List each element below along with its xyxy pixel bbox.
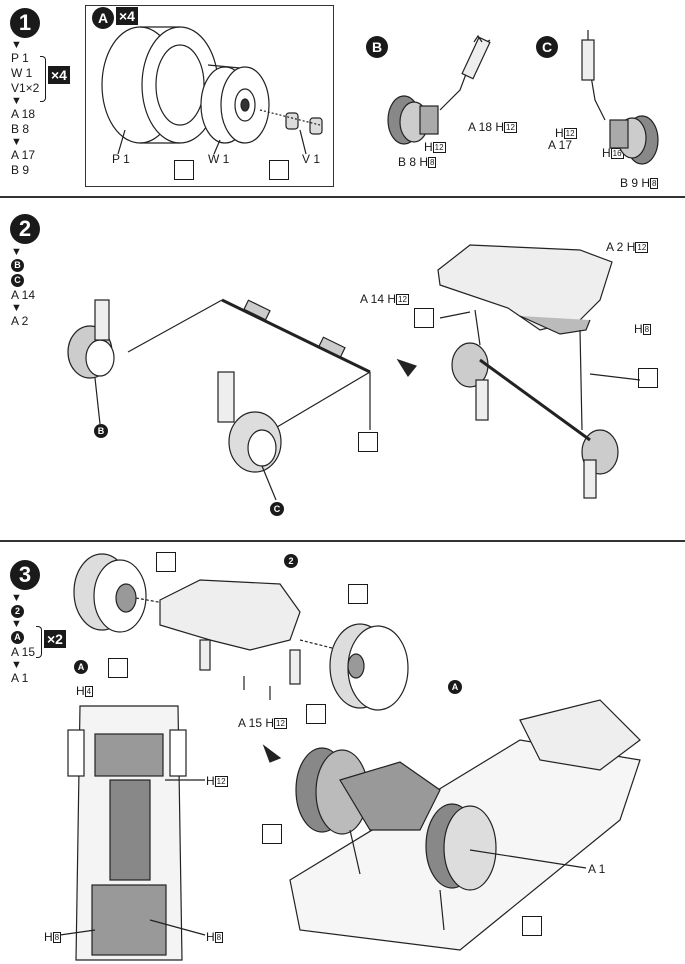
- cement-icon: [348, 584, 368, 604]
- down-arrow-icon: ▼: [11, 659, 22, 671]
- part-label: B 8: [11, 122, 30, 136]
- shock-hub-b: [387, 34, 491, 145]
- down-right-arrow-icon: [262, 744, 282, 763]
- part-label-a1: A 1: [588, 862, 606, 876]
- step3-parts-order: ▼ 2 ▼ A A 15 ▼ A 1: [11, 593, 55, 686]
- tire-p1: [101, 26, 219, 155]
- subassembly-badge: A: [11, 631, 24, 645]
- cement-icon: [638, 368, 658, 388]
- cap-v1: [259, 109, 323, 155]
- down-arrow-icon: ▼: [11, 246, 22, 258]
- part-label: W 1: [11, 66, 33, 80]
- part-label: A 15: [11, 645, 36, 659]
- subassembly-2-badge: 2: [284, 554, 298, 568]
- subassembly-a-badge: A: [92, 7, 114, 29]
- part-label: V1×2: [11, 81, 40, 95]
- down-arrow-icon: ▼: [11, 302, 22, 314]
- down-arrow-icon: ▼: [11, 39, 22, 51]
- part-label: B 9: [11, 163, 30, 177]
- upright-c: [217, 371, 282, 501]
- cement-icon: [269, 160, 289, 180]
- down-arrow-icon: ▼: [11, 136, 22, 148]
- quantity-multiplier: ×4: [48, 66, 70, 84]
- right-arrow-icon: [396, 358, 418, 378]
- part-label: A 1: [11, 671, 29, 685]
- cement-icon: [414, 308, 434, 328]
- part-label: P 1: [11, 51, 29, 65]
- group-bracket: [40, 56, 46, 102]
- down-arrow-icon: ▼: [11, 592, 22, 604]
- cement-icon: [108, 658, 128, 678]
- step-number-badge: 3: [10, 560, 40, 590]
- subassembly-badge: C: [11, 274, 24, 288]
- part-label: A 14: [11, 288, 36, 302]
- subassembly-a-frame: [85, 5, 334, 187]
- wheel-left: [73, 553, 176, 633]
- wheel-w1: [200, 64, 270, 155]
- upright-b: [67, 299, 115, 425]
- wheel-right: [329, 623, 409, 711]
- shock-hub-c: [581, 30, 659, 165]
- subassembly-badge: 2: [11, 605, 24, 619]
- part-label: A 2: [11, 314, 29, 328]
- subassembly-a-badge: A: [74, 660, 88, 674]
- step1-parts-order: ▼ P 1 W 1 V1×2 ▼ A 18 B 8 ▼ A 17 B 9: [11, 40, 51, 178]
- cement-icon: [174, 160, 194, 180]
- part-label: A 18: [11, 107, 36, 121]
- subassembly-a-badge: A: [448, 680, 462, 694]
- subassembly-b-badge: B: [94, 424, 108, 438]
- part-label-v1: V 1: [302, 152, 321, 166]
- part-label-w1: W 1: [208, 152, 230, 166]
- step-number-badge: 2: [10, 214, 40, 244]
- section-divider: [0, 540, 685, 542]
- part-label-p1: P 1: [112, 152, 130, 166]
- down-arrow-icon: ▼: [11, 95, 22, 107]
- chassis-plan-view: [59, 705, 206, 961]
- subframe-a2: [437, 244, 641, 499]
- chassis-perspective: [289, 699, 641, 951]
- part-label: A 17: [11, 148, 36, 162]
- quantity-multiplier: ×2: [44, 630, 66, 648]
- step-number-badge: 1: [10, 8, 40, 38]
- part-label-a17: A 17: [548, 138, 573, 152]
- subassembly-badge: B: [11, 259, 24, 273]
- step2-parts-order: ▼ B C A 14 ▼ A 2: [11, 247, 51, 329]
- section-divider: [0, 196, 685, 198]
- driveshaft-a14: [127, 298, 371, 431]
- subframe-assembly: [159, 579, 361, 700]
- group-bracket: [36, 626, 42, 658]
- subassembly-a-multiplier: ×4: [116, 7, 138, 25]
- cement-icon: [358, 432, 378, 452]
- cement-icon: [262, 824, 282, 844]
- subassembly-c-badge: C: [270, 502, 284, 516]
- down-arrow-icon: ▼: [11, 618, 22, 630]
- subassembly-c-badge: C: [536, 36, 558, 58]
- cement-icon: [156, 552, 176, 572]
- cement-icon: [306, 704, 326, 724]
- subassembly-b-badge: B: [366, 36, 388, 58]
- cement-icon: [522, 916, 542, 936]
